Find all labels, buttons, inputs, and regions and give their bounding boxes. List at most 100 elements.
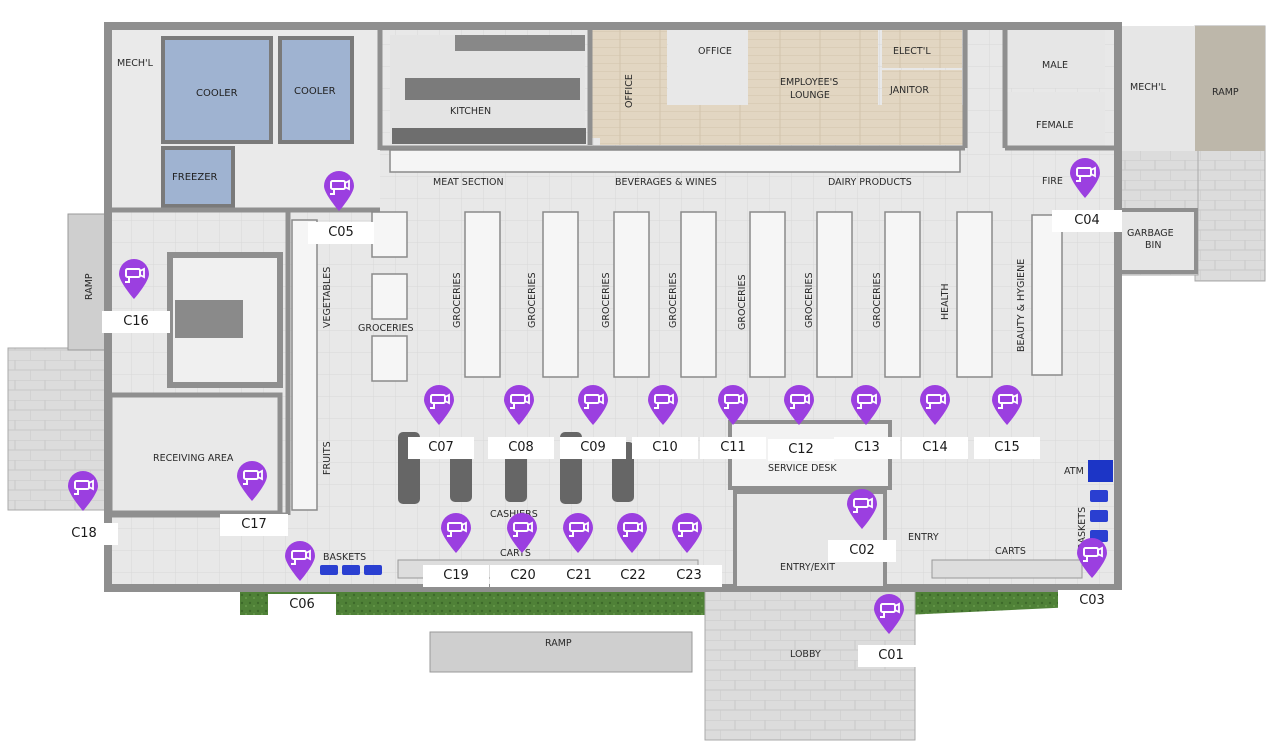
label-employees-2: LOUNGE — [790, 90, 830, 101]
aisle-label: GROCERIES — [872, 272, 883, 328]
camera-pin-c18[interactable] — [66, 470, 100, 512]
aisle-label: BEAUTY & HYGIENE — [1016, 259, 1027, 352]
label-entry-exit: ENTRY/EXIT — [780, 562, 835, 573]
label-ramp-top-right: RAMP — [1212, 87, 1239, 98]
camera-pin-c03[interactable] — [1075, 537, 1109, 579]
security-camera-icon — [119, 259, 149, 299]
label-cashiers: CASHIERS — [490, 509, 538, 520]
security-camera-icon — [617, 513, 647, 553]
label-cooler-2: COOLER — [294, 86, 336, 97]
security-camera-icon — [285, 541, 315, 581]
label-garbage-1: GARBAGE — [1127, 228, 1174, 239]
security-camera-icon — [563, 513, 593, 553]
camera-pin-c11[interactable] — [716, 384, 750, 426]
camera-pin-c22[interactable] — [615, 512, 649, 554]
camera-label: C17 — [220, 514, 288, 536]
label-atm: ATM — [1064, 466, 1084, 477]
camera-label: C16 — [102, 311, 170, 333]
label-female: FEMALE — [1036, 120, 1073, 131]
camera-label: C10 — [632, 437, 698, 459]
camera-label: C11 — [700, 437, 766, 459]
camera-label: C20 — [490, 565, 556, 587]
aisle-label: GROCERIES — [527, 272, 538, 328]
security-camera-icon — [648, 385, 678, 425]
label-vegetables: VEGETABLES — [322, 267, 333, 328]
camera-label: C23 — [656, 565, 722, 587]
label-ramp-bottom: RAMP — [545, 638, 572, 649]
male-restroom — [1005, 30, 1105, 88]
label-freezer: FREEZER — [172, 172, 218, 183]
camera-pin-c15[interactable] — [990, 384, 1024, 426]
camera-label: C01 — [858, 645, 924, 667]
label-lobby: LOBBY — [790, 649, 821, 660]
security-camera-icon — [784, 385, 814, 425]
label-male: MALE — [1042, 60, 1068, 71]
security-camera-icon — [847, 489, 877, 529]
label-baskets-right: BASKETS — [1077, 507, 1088, 550]
label-ramp-left: RAMP — [84, 273, 95, 300]
security-camera-icon — [1070, 158, 1100, 198]
camera-pin-c20[interactable] — [505, 512, 539, 554]
bottom-ramp — [429, 631, 693, 673]
camera-pin-c12[interactable] — [782, 384, 816, 426]
camera-label: C22 — [600, 565, 666, 587]
freezer — [161, 146, 235, 208]
security-camera-icon — [507, 513, 537, 553]
camera-pin-c08[interactable] — [502, 384, 536, 426]
label-mechl-right: MECH'L — [1130, 82, 1167, 93]
camera-pin-c21[interactable] — [561, 512, 595, 554]
camera-label: C04 — [1052, 210, 1122, 232]
camera-pin-c16[interactable] — [117, 258, 151, 300]
camera-pin-c04[interactable] — [1068, 157, 1102, 199]
ramp-top-right — [1195, 26, 1265, 151]
camera-pin-c13[interactable] — [849, 384, 883, 426]
security-camera-icon — [920, 385, 950, 425]
label-meat-section: MEAT SECTION — [433, 177, 504, 188]
camera-label: C21 — [546, 565, 612, 587]
camera-pin-c17[interactable] — [235, 460, 269, 502]
security-camera-icon — [718, 385, 748, 425]
label-baskets-left: BASKETS — [323, 552, 366, 563]
aisle-label: GROCERIES — [737, 274, 748, 330]
label-carts-right: CARTS — [995, 546, 1026, 557]
label-receiving: RECEIVING AREA — [153, 453, 234, 464]
baskets — [320, 460, 1113, 575]
camera-pin-c23[interactable] — [670, 512, 704, 554]
label-entry: ENTRY — [908, 532, 939, 543]
camera-pin-c14[interactable] — [918, 384, 952, 426]
aisle-label: GROCERIES — [668, 272, 679, 328]
camera-label: C14 — [902, 437, 968, 459]
security-camera-icon — [992, 385, 1022, 425]
electrical-room — [882, 30, 962, 68]
mech-room-right — [1118, 26, 1196, 151]
aisle-label: GROCERIES — [804, 272, 815, 328]
security-camera-icon — [441, 513, 471, 553]
camera-pin-c01[interactable] — [872, 593, 906, 635]
security-camera-icon — [851, 385, 881, 425]
camera-label: C03 — [1058, 590, 1126, 612]
camera-pin-c10[interactable] — [646, 384, 680, 426]
label-mechl-left: MECH'L — [117, 58, 154, 69]
label-fruits: FRUITS — [322, 441, 333, 475]
camera-label: C09 — [560, 437, 626, 459]
camera-label: C07 — [408, 437, 474, 459]
camera-pin-c05[interactable] — [322, 170, 356, 212]
camera-pin-c06[interactable] — [283, 540, 317, 582]
security-camera-icon — [578, 385, 608, 425]
label-service-desk: SERVICE DESK — [768, 463, 837, 474]
camera-pin-c02[interactable] — [845, 488, 879, 530]
camera-pin-c19[interactable] — [439, 512, 473, 554]
security-camera-icon — [504, 385, 534, 425]
camera-label: C02 — [828, 540, 896, 562]
security-camera-icon — [324, 171, 354, 211]
camera-label: C05 — [308, 222, 374, 244]
label-dairy: DAIRY PRODUCTS — [828, 177, 912, 188]
camera-pin-c09[interactable] — [576, 384, 610, 426]
aisle-label: HEALTH — [940, 283, 951, 320]
label-beverages: BEVERAGES & WINES — [615, 177, 717, 188]
camera-pin-c07[interactable] — [422, 384, 456, 426]
camera-label: C18 — [50, 523, 118, 545]
label-employees-1: EMPLOYEE'S — [780, 77, 838, 88]
security-camera-icon — [1077, 538, 1107, 578]
